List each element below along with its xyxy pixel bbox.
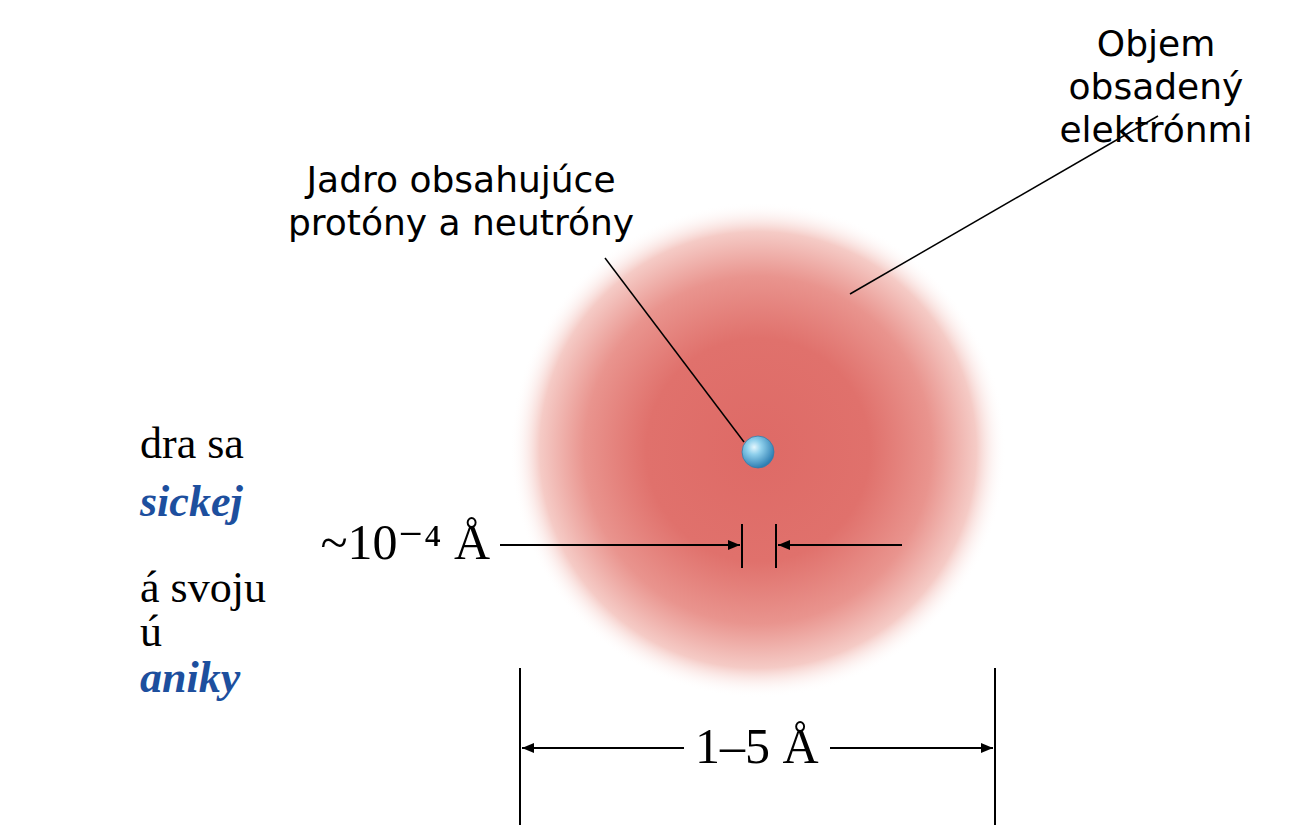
dimension-arrow <box>522 747 684 749</box>
dimension-tick <box>994 668 996 825</box>
slide-text: ú <box>140 606 162 659</box>
leader-line <box>605 258 744 442</box>
slide-text: aniky <box>140 652 240 705</box>
dimension-label: 1–5 Å <box>691 716 823 776</box>
dimension-arrow <box>778 544 902 546</box>
nucleus <box>742 436 774 468</box>
region-label: Objem obsadený elektrónmi <box>1010 22 1302 152</box>
slide-text: á svoju <box>140 562 266 615</box>
dimension-label: ~10⁻⁴ Å <box>321 512 490 572</box>
dimension-arrow <box>830 747 993 749</box>
dimension-arrow <box>500 544 740 546</box>
electron-cloud <box>510 202 1006 698</box>
dimension-tick <box>519 668 521 825</box>
region-label: Jadro obsahujúce protóny a neutróny <box>272 158 650 244</box>
slide-text: sickej <box>140 476 243 529</box>
dimension-tick <box>775 524 777 568</box>
dimension-tick <box>741 524 743 568</box>
slide-text: dra sa <box>140 418 244 471</box>
